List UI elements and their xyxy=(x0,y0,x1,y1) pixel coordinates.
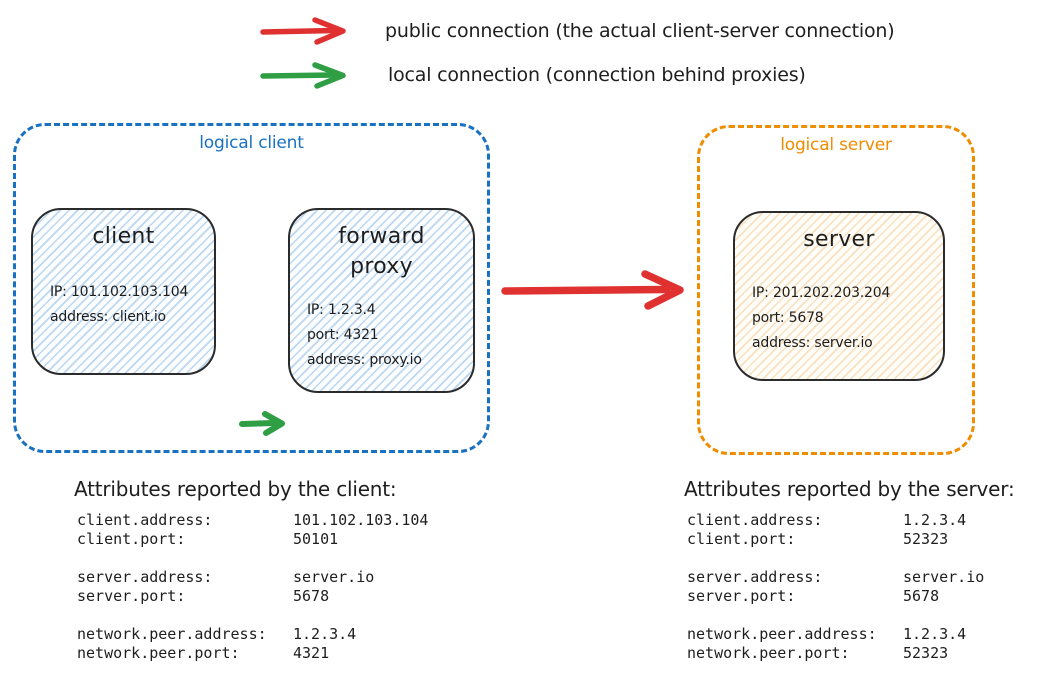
attribute-row: server.address: server.io xyxy=(77,568,428,587)
attribute-key: server.port: xyxy=(77,587,186,605)
server-attributes-heading: Attributes reported by the server: xyxy=(684,477,1015,501)
attribute-value: 50101 xyxy=(293,530,339,548)
attribute-row: network.peer.address: 1.2.3.4 xyxy=(687,625,984,644)
red-arrow-icon xyxy=(260,17,346,45)
attribute-row: server.address: server.io xyxy=(687,568,984,587)
legend-label-public-connection: public connection (the actual client-ser… xyxy=(385,20,895,42)
attribute-row: client.address: 1.2.3.4 xyxy=(687,511,984,530)
attribute-key: server.address: xyxy=(77,568,213,586)
logical-server-group: logical server server IP: 201.202.203.20… xyxy=(697,125,975,455)
attribute-key: client.address: xyxy=(77,511,213,529)
attribute-key: network.peer.port: xyxy=(687,644,850,662)
attribute-key: network.peer.port: xyxy=(77,644,240,662)
attribute-row: server.port: 5678 xyxy=(687,587,984,606)
attribute-row: client.port: 50101 xyxy=(77,530,428,549)
logical-client-group: logical client client IP: 101.102.103.10… xyxy=(13,123,490,453)
legend-label-local-connection: local connection (connection behind prox… xyxy=(388,64,806,86)
server-node-title: server xyxy=(803,227,875,252)
attribute-row: server.port: 5678 xyxy=(77,587,428,606)
client-node-details: IP: 101.102.103.104 address: client.io xyxy=(50,280,188,330)
attribute-key: network.peer.address: xyxy=(77,625,267,643)
forward-proxy-node: forward proxy IP: 1.2.3.4 port: 4321 add… xyxy=(288,208,475,393)
green-arrow-icon xyxy=(260,62,346,89)
attribute-value: 52323 xyxy=(903,530,949,548)
attribute-value: 1.2.3.4 xyxy=(903,625,967,643)
attribute-key: client.port: xyxy=(77,530,186,548)
attribute-value: server.io xyxy=(293,568,375,586)
attribute-value: 5678 xyxy=(293,587,330,605)
forward-proxy-node-title: forward proxy xyxy=(338,224,425,279)
attribute-row: client.port: 52323 xyxy=(687,530,984,549)
attribute-row: network.peer.port: 52323 xyxy=(687,644,984,663)
client-ip: IP: 101.102.103.104 xyxy=(50,284,189,300)
green-arrow-icon xyxy=(239,411,285,436)
attribute-value: 101.102.103.104 xyxy=(293,511,429,529)
client-attributes-table: client.address: 101.102.103.104 client.p… xyxy=(77,511,428,663)
attribute-value: server.io xyxy=(903,568,985,586)
server-attributes-table: client.address: 1.2.3.4 client.port: 523… xyxy=(687,511,984,663)
attribute-row: network.peer.address: 1.2.3.4 xyxy=(77,625,428,644)
attribute-row: network.peer.port: 4321 xyxy=(77,644,428,663)
attribute-value: 1.2.3.4 xyxy=(903,511,967,529)
client-node: client IP: 101.102.103.104 address: clie… xyxy=(31,208,216,375)
attribute-key: server.address: xyxy=(687,568,823,586)
attribute-key: client.port: xyxy=(687,530,796,548)
attribute-value: 4321 xyxy=(293,644,330,662)
server-ip: IP: 201.202.203.204 xyxy=(752,285,891,301)
attribute-value: 52323 xyxy=(903,644,949,662)
server-node-details: IP: 201.202.203.204 port: 5678 address: … xyxy=(752,281,890,356)
server-node: server IP: 201.202.203.204 port: 5678 ad… xyxy=(733,211,945,381)
attribute-key: network.peer.address: xyxy=(687,625,877,643)
client-attributes-heading: Attributes reported by the client: xyxy=(74,477,397,501)
attribute-key: client.address: xyxy=(687,511,823,529)
attribute-value: 1.2.3.4 xyxy=(293,625,357,643)
proxy-ip: IP: 1.2.3.4 xyxy=(307,302,376,318)
logical-server-label: logical server xyxy=(780,135,892,155)
attribute-row: client.address: 101.102.103.104 xyxy=(77,511,428,530)
server-address: address: server.io xyxy=(752,335,873,351)
server-port: port: 5678 xyxy=(752,310,824,326)
client-node-title: client xyxy=(92,224,155,249)
client-address: address: client.io xyxy=(50,309,166,325)
logical-client-label: logical client xyxy=(199,133,304,153)
forward-proxy-node-details: IP: 1.2.3.4 port: 4321 address: proxy.io xyxy=(307,298,422,373)
red-arrow-icon xyxy=(501,270,684,310)
attribute-value: 5678 xyxy=(903,587,940,605)
proxy-port: port: 4321 xyxy=(307,327,379,343)
attribute-key: server.port: xyxy=(687,587,796,605)
proxy-address: address: proxy.io xyxy=(307,352,422,368)
